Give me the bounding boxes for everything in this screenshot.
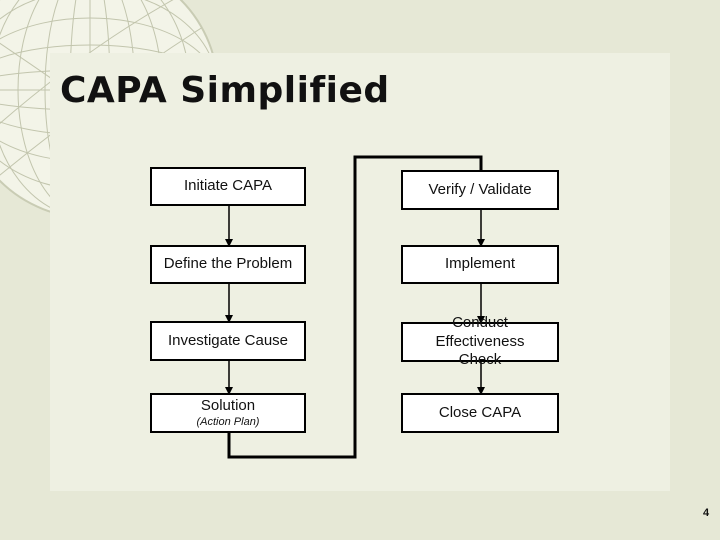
step-label: Initiate CAPA bbox=[183, 177, 273, 195]
step-effectiveness-check: Conduct Effectiveness Check bbox=[401, 314, 559, 368]
step-implement: Implement bbox=[401, 245, 559, 284]
step-solution: Solution (Action Plan) bbox=[150, 393, 306, 433]
step-label: Close CAPA bbox=[438, 403, 522, 421]
step-label: Implement bbox=[444, 255, 516, 273]
step-investigate-cause: Investigate Cause bbox=[150, 321, 306, 361]
step-label: Solution bbox=[200, 396, 256, 414]
step-label: Define the Problem bbox=[163, 255, 293, 273]
step-verify-validate: Verify / Validate bbox=[401, 170, 559, 210]
bridge-connector bbox=[227, 155, 483, 459]
step-label: Verify / Validate bbox=[428, 180, 532, 198]
step-sublabel: (Action Plan) bbox=[196, 415, 260, 428]
step-label: Conduct Effectiveness Check bbox=[435, 313, 525, 369]
page-number: 4 bbox=[703, 507, 710, 519]
step-define-problem: Define the Problem bbox=[150, 245, 306, 284]
slide-title: CAPA Simplified bbox=[60, 70, 390, 111]
step-initiate-capa: Initiate CAPA bbox=[150, 167, 306, 206]
step-label: Investigate Cause bbox=[167, 331, 289, 349]
step-close-capa: Close CAPA bbox=[401, 393, 559, 433]
